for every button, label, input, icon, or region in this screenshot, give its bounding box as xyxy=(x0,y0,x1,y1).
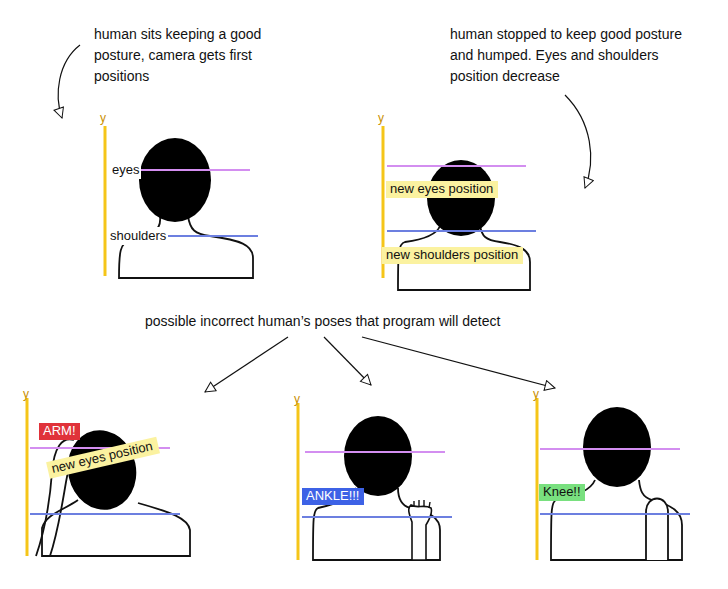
panel-ankle xyxy=(298,403,452,560)
annotation-note: human sits keeping a good posture, camer… xyxy=(94,24,294,87)
axis-label: y xyxy=(378,110,384,126)
panel-good-posture xyxy=(105,126,258,278)
section-heading: possible incorrect human’s poses that pr… xyxy=(145,312,500,331)
axis-label: y xyxy=(294,391,300,407)
warning-tag: ANKLE!!! xyxy=(302,488,364,505)
panel-humped xyxy=(383,126,536,290)
tag-text: Knee!! xyxy=(543,484,581,499)
panel-knee xyxy=(537,398,690,560)
axis-label: y xyxy=(23,386,29,402)
axis-label: y xyxy=(100,110,106,126)
axis-label: y xyxy=(533,386,539,402)
highlight-tag: new shoulders position xyxy=(382,247,523,264)
shoulders-label: shoulders xyxy=(108,227,168,245)
warning-tag: Knee!! xyxy=(539,484,585,501)
tag-text: ARM! xyxy=(43,423,76,438)
warning-tag: ARM! xyxy=(39,423,80,440)
tag-text: new eyes position xyxy=(390,181,493,196)
eyes-label: eyes xyxy=(110,161,141,179)
annotation-note: human stopped to keep good posture and h… xyxy=(450,24,695,87)
panel-arm xyxy=(27,398,190,556)
tag-text: new shoulders position xyxy=(386,247,518,262)
pointer-arrows xyxy=(58,45,591,392)
tag-text: ANKLE!!! xyxy=(306,488,359,503)
highlight-tag: new eyes position xyxy=(386,181,498,198)
